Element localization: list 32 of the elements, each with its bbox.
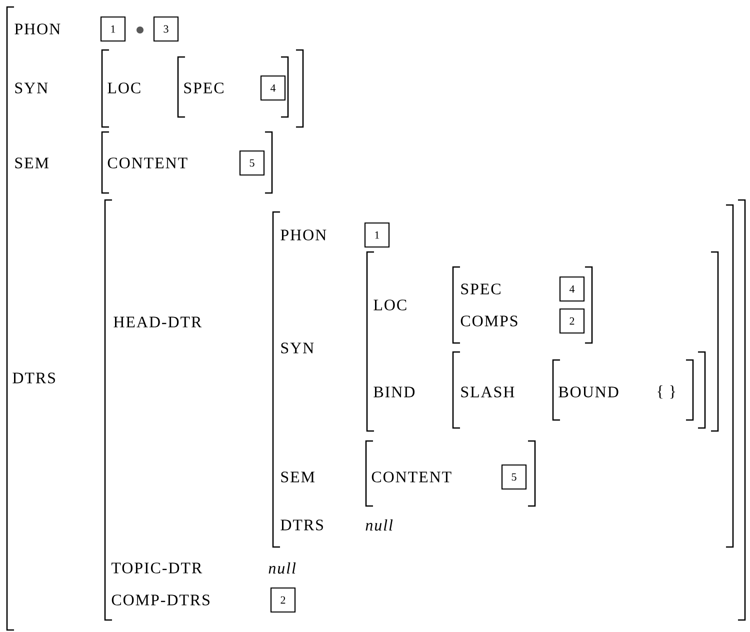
feature-label: DTRS [12,372,55,384]
feature-label: TOPIC-DTR [112,562,202,574]
feature-label: CONTENT [372,472,452,482]
feature-label: LOC [108,82,140,94]
feature-label: SLASH [461,386,514,398]
tag-box: 4 [260,75,286,101]
feature-label: PHON [280,230,326,240]
feature-label: SYN [15,82,48,94]
tag-box: 5 [501,464,527,490]
tag-box: 1 [100,16,126,42]
feature-label: COMPS [460,316,518,326]
feature-label: { } [658,385,676,399]
feature-label: SEM [15,158,49,168]
feature-label: DTRS [280,520,323,530]
feature-label: null [366,519,393,531]
tag-box: 2 [270,587,296,613]
tag-box: 5 [239,150,265,176]
feature-label: SYN [281,342,314,354]
tag-box: 1 [364,222,390,248]
feature-label: HEAD-DTR [114,316,202,328]
feature-label: CONTENT [108,158,188,168]
feature-label: SPEC [461,284,500,294]
feature-label: PHON [14,24,60,34]
feature-label: COMP-DTRS [112,594,210,606]
tag-box: 3 [153,16,179,42]
tag-box: 2 [559,308,585,334]
feature-label: BOUND [558,386,618,398]
tag-box: 4 [559,276,585,302]
feature-label: SEM [281,472,315,482]
feature-label: SPEC [184,82,224,94]
feature-label: BIND [374,386,415,398]
feature-label: LOC [374,300,406,310]
